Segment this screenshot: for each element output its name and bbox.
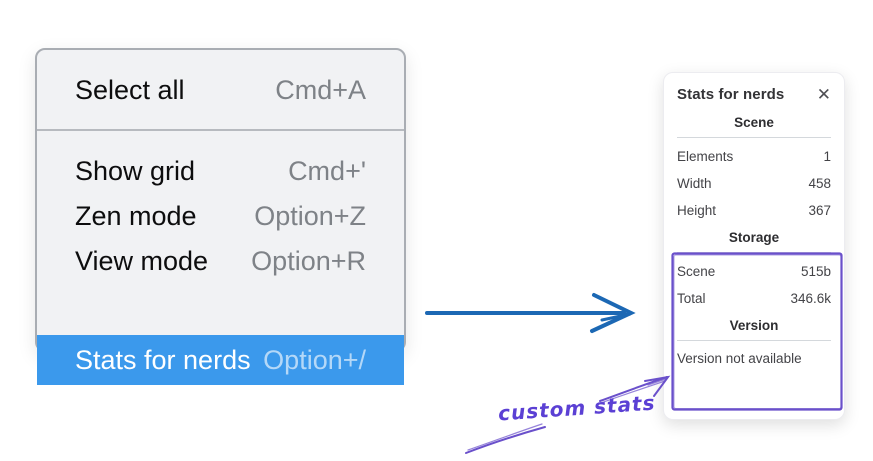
stat-value: 458 xyxy=(808,176,831,191)
menu-item-stats-for-nerds[interactable]: Stats for nerds Option+/ xyxy=(37,335,404,385)
blue-arrow xyxy=(425,293,636,333)
stat-row-total-storage: Total 346.6k xyxy=(677,285,831,312)
menu-item-zen-mode[interactable]: Zen mode Option+Z xyxy=(37,194,404,238)
stat-row-height: Height 367 xyxy=(677,197,831,224)
section-divider xyxy=(677,252,831,253)
section-heading-version: Version xyxy=(729,318,779,333)
menu-item-shortcut: Option+R xyxy=(251,245,366,276)
stat-label: Elements xyxy=(677,149,734,164)
stat-value: 515b xyxy=(800,264,831,279)
stat-row-width: Width 458 xyxy=(677,170,831,197)
menu-item-shortcut: Option+Z xyxy=(254,200,366,231)
custom-stats-annotation: custom stats xyxy=(497,390,657,426)
menu-item-label: Show grid xyxy=(75,155,196,186)
menu-item-shortcut: Cmd+A xyxy=(275,74,366,105)
stat-label: Scene xyxy=(677,264,716,279)
section-divider xyxy=(677,340,831,341)
menu-item-label: Zen mode xyxy=(75,200,197,231)
context-menu: Select all Cmd+A Show grid Cmd+' Zen mod… xyxy=(35,48,406,385)
stat-row-scene-storage: Scene 515b xyxy=(677,258,831,285)
menu-item-shortcut: Option+/ xyxy=(263,344,366,375)
stats-section-version: Version Version not available xyxy=(677,318,831,372)
stat-label: Height xyxy=(677,203,717,218)
stat-value: 1 xyxy=(823,149,831,164)
stats-section-storage: Storage Scene 515b Total 346.6k xyxy=(677,230,831,312)
close-icon[interactable]: ✕ xyxy=(816,84,831,105)
stat-row-elements: Elements 1 xyxy=(677,143,831,170)
menu-item-label: Stats for nerds xyxy=(75,344,251,375)
section-heading-storage: Storage xyxy=(728,230,780,245)
menu-item-label: Select all xyxy=(75,74,185,105)
version-note: Version not available xyxy=(677,351,802,366)
stats-section-scene: Scene Elements 1 Width 458 Height 367 xyxy=(677,115,831,224)
stats-panel-title: Stats for nerds xyxy=(677,86,785,103)
section-heading-scene: Scene xyxy=(734,115,774,130)
menu-item-show-grid[interactable]: Show grid Cmd+' xyxy=(37,149,404,193)
stats-panel: Stats for nerds ✕ Scene Elements 1 Width… xyxy=(663,72,845,420)
menu-separator xyxy=(37,129,404,131)
menu-item-shortcut: Cmd+' xyxy=(288,155,366,186)
section-divider xyxy=(677,137,831,138)
menu-item-view-mode[interactable]: View mode Option+R xyxy=(37,239,404,283)
menu-item-label: View mode xyxy=(75,245,209,276)
stat-label: Width xyxy=(677,176,712,191)
stat-value: 367 xyxy=(808,203,831,218)
stat-label: Total xyxy=(677,291,706,306)
menu-item-select-all[interactable]: Select all Cmd+A xyxy=(37,68,404,112)
stat-value: 346.6k xyxy=(790,291,831,306)
